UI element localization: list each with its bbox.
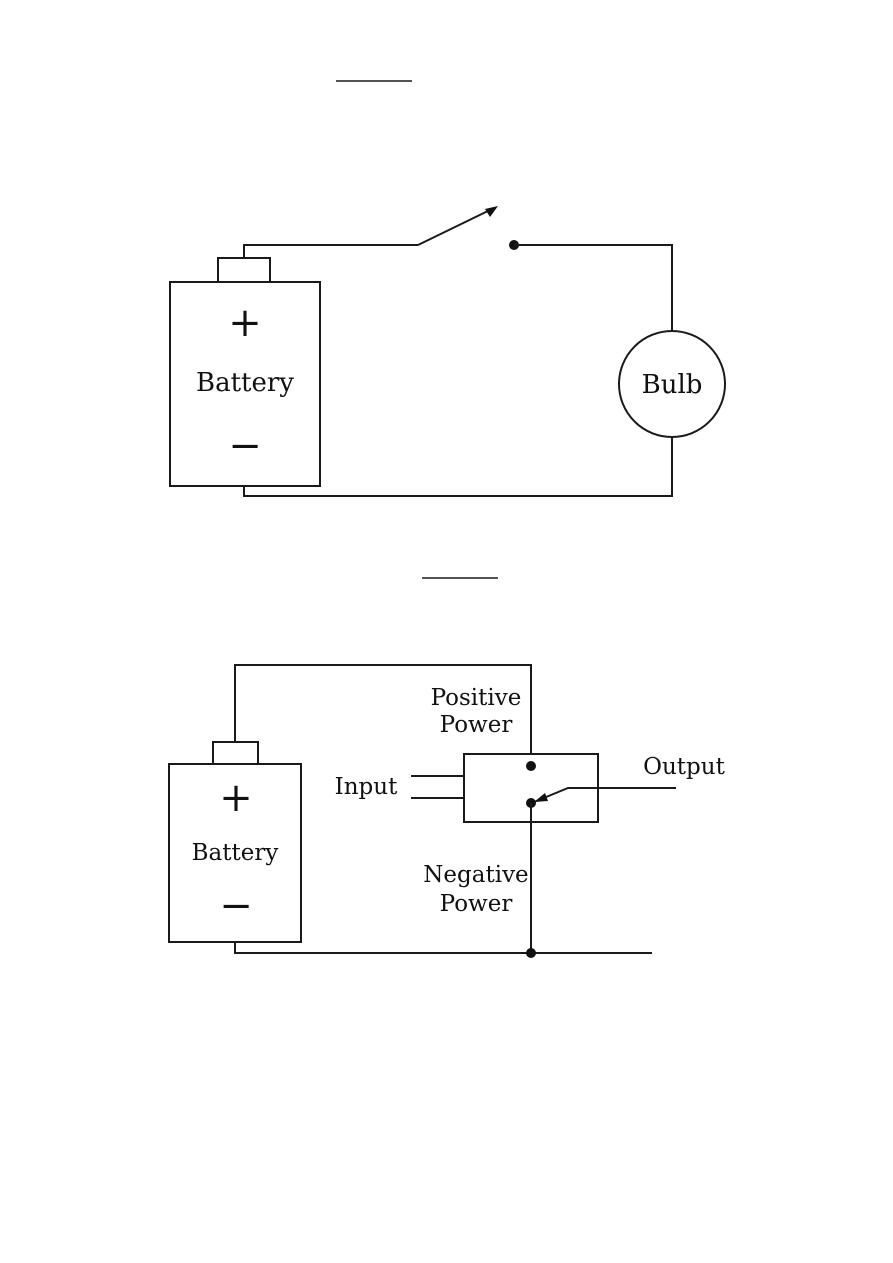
switch-lever bbox=[417, 209, 491, 246]
battery-minus-sign: − bbox=[228, 423, 262, 469]
battery-plus-sign: + bbox=[219, 775, 253, 821]
battery-body bbox=[169, 281, 321, 487]
input-label: Input bbox=[335, 774, 398, 800]
wire-battery-to-switch bbox=[243, 244, 418, 258]
wire-positive-power bbox=[234, 664, 532, 766]
ground-junction-dot bbox=[526, 948, 536, 958]
output-arrow-head bbox=[534, 793, 548, 802]
battery-terminal bbox=[212, 741, 259, 765]
battery-minus-sign: − bbox=[219, 883, 253, 929]
bulb bbox=[618, 330, 726, 438]
battery-label: Battery bbox=[192, 840, 279, 866]
battery-terminal bbox=[217, 257, 271, 283]
circuit-diagram-switch-bulb: + Battery − Bulb bbox=[169, 80, 726, 497]
positive-contact-dot bbox=[526, 761, 536, 771]
negative-power-label-line2: Power bbox=[440, 891, 513, 917]
battery-body bbox=[168, 763, 302, 943]
positive-power-label-line1: Positive bbox=[431, 685, 522, 711]
circuit-diagram-relay-switch: + Battery − Positive Power Input Output … bbox=[168, 577, 726, 958]
bulb-label: Bulb bbox=[642, 370, 703, 400]
wire-bulb-to-battery bbox=[243, 437, 673, 497]
wire-switch-to-bulb bbox=[514, 244, 673, 331]
negative-power-label-line1: Negative bbox=[423, 862, 528, 888]
switch-arrow-head bbox=[485, 206, 498, 217]
wire-ground bbox=[234, 942, 652, 954]
positive-power-label-line2: Power bbox=[440, 712, 513, 738]
battery-plus-sign: + bbox=[228, 300, 262, 346]
output-label: Output bbox=[643, 754, 725, 780]
battery-label: Battery bbox=[196, 368, 294, 398]
